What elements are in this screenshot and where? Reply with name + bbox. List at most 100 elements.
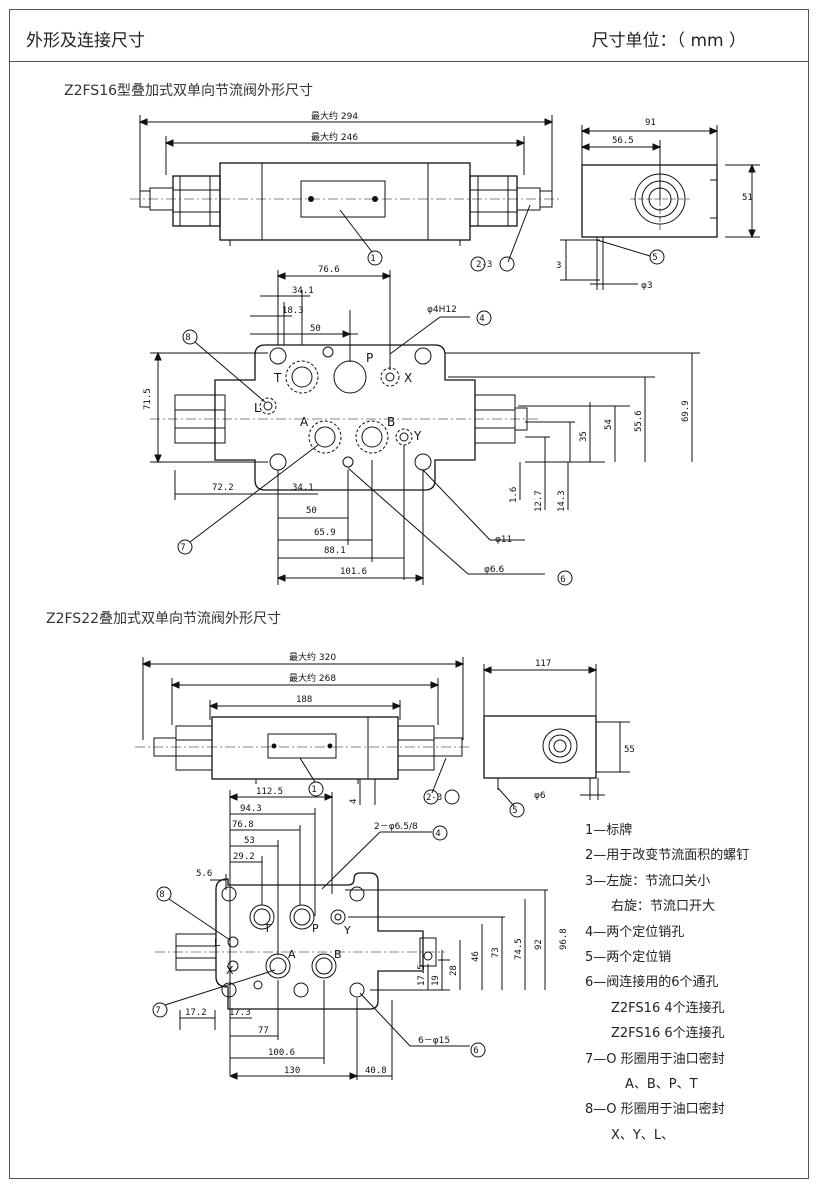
dim-34-1a: 34.1	[292, 286, 314, 296]
callout23-label-22: 2-3	[426, 793, 442, 803]
z2fs16-side-view	[560, 125, 760, 290]
z2fs22-side-view	[482, 664, 630, 818]
legend-item: 6—阀连接用的6个通孔	[585, 975, 719, 991]
dim-max246: 最大约 246	[311, 131, 358, 143]
dim-28: 28	[449, 965, 459, 976]
dim-2phi6-5-8: 2－φ6.5/8	[374, 822, 418, 832]
dim-94-3: 94.3	[240, 804, 262, 814]
port-y-22: Y	[343, 924, 351, 937]
callout5-label-22: 5	[512, 806, 517, 816]
dim-12-7: 12.7	[534, 490, 544, 512]
z2fs22-labels: 最大约 320 最大约 268 188 4 1 2-3 117 55 φ6 5 …	[155, 651, 635, 1076]
section1-title: Z2FS16型叠加式双单向节流阀外形尺寸	[64, 83, 314, 99]
port-a-22: A	[288, 948, 296, 961]
port-t-16: T	[273, 371, 282, 385]
legend-item: 3—左旋：节流口关小	[585, 873, 711, 889]
legend-list: 1—标牌 2—用于改变节流面积的螺钉 3—左旋：节流口关小 右旋：节流口开大 4…	[585, 818, 749, 1148]
dim-76-8: 76.8	[232, 820, 254, 830]
dim-17-5: 17.5	[417, 964, 427, 986]
dim-max320: 最大约 320	[289, 651, 336, 663]
legend-item: 7—O 形圈用于油口密封	[585, 1051, 725, 1067]
dim-35: 35	[579, 431, 589, 442]
callout6-label: 6	[560, 575, 565, 585]
z2fs22-front-view	[135, 657, 470, 805]
dim-phi3: φ3	[641, 281, 653, 291]
dim-17-3: 17.3	[229, 1008, 251, 1018]
port-l-22: L	[214, 936, 221, 949]
dim-77: 77	[258, 1026, 269, 1036]
dim-34-1b: 34.1	[292, 483, 314, 493]
callout6-label-22: 6	[473, 1046, 478, 1056]
dim-17-2: 17.2	[185, 1008, 207, 1018]
callout7-label-22: 7	[155, 1006, 160, 1016]
dim-88-1: 88.1	[324, 546, 346, 556]
dim-18-3: 18.3	[282, 306, 304, 316]
dim-6phi15: 6－φ15	[418, 1036, 450, 1046]
dim-max268: 最大约 268	[289, 672, 336, 684]
callout1-label: 1	[370, 254, 375, 264]
header-title: 外形及连接尺寸	[26, 31, 145, 51]
dim-46: 46	[471, 951, 481, 962]
callout8-label: 8	[185, 333, 190, 343]
dim-55: 55	[624, 745, 635, 755]
port-l-16: L	[254, 401, 261, 415]
dim-29-2: 29.2	[233, 852, 255, 862]
dim-5-6: 5.6	[196, 869, 212, 879]
dim-50b: 50	[306, 506, 317, 516]
port-p-16: P	[366, 351, 373, 365]
callout4-label: 4	[479, 314, 484, 324]
legend-item: X、Y、L、	[611, 1127, 675, 1143]
port-y-16: Y	[413, 429, 422, 443]
dim-55-6: 55.6	[634, 410, 644, 432]
dim-3: 3	[556, 261, 561, 271]
callout4-label-22: 4	[435, 829, 440, 839]
z2fs16-labels: 最大约 294 最大约 246 1 2-3 91 56.5 51 3 φ3 5 …	[143, 110, 753, 585]
dim-117: 117	[535, 659, 551, 669]
callout5-label: 5	[652, 253, 657, 263]
port-x-16: X	[404, 371, 412, 385]
dim-56-5: 56.5	[612, 136, 634, 146]
section2-title: Z2FS22叠加式双单向节流阀外形尺寸	[46, 611, 282, 627]
dim-100-6: 100.6	[268, 1048, 295, 1058]
callout7-label: 7	[180, 543, 185, 553]
dim-50a: 50	[310, 324, 321, 334]
port-t-22: T	[263, 922, 271, 935]
dim-54: 54	[604, 419, 614, 430]
port-a-16: A	[300, 415, 309, 429]
header-bar: 外形及连接尺寸 尺寸单位：（ mm ）	[10, 10, 808, 62]
dim-phi4h12: φ4H12	[427, 305, 457, 315]
port-p-22: P	[312, 922, 319, 935]
dim-phi6: φ6	[534, 791, 546, 801]
dim-130: 130	[284, 1066, 300, 1076]
port-x-22: X	[226, 964, 234, 977]
dim-53: 53	[244, 836, 255, 846]
dim-1-6: 1.6	[509, 487, 519, 503]
dim-40-8: 40.8	[365, 1066, 387, 1076]
dim-92: 92	[534, 939, 544, 950]
dim-4: 4	[349, 799, 359, 804]
z2fs16-front-view	[130, 115, 560, 272]
dim-112-5: 112.5	[256, 787, 283, 797]
dim-72-2: 72.2	[212, 483, 234, 493]
dim-19: 19	[431, 975, 441, 986]
dim-max294: 最大约 294	[311, 110, 358, 122]
legend-item: Z2FS16 4个连接孔	[611, 1000, 725, 1016]
dim-14-3: 14.3	[557, 490, 567, 512]
callout1-label-22: 1	[311, 785, 316, 795]
port-b-16: B	[387, 415, 395, 429]
dim-phi11: φ11	[495, 535, 512, 545]
callout8-label-22: 8	[159, 890, 164, 900]
dim-188: 188	[296, 695, 312, 705]
dim-96-8: 96.8	[559, 928, 569, 950]
z2fs22-plan-view	[152, 790, 548, 1080]
dim-74-5: 74.5	[514, 938, 524, 960]
header-unit: 尺寸单位：（ mm ）	[591, 31, 746, 51]
legend-item: 右旋：节流口开大	[611, 899, 716, 915]
dim-91: 91	[645, 118, 656, 128]
dim-phi6-6: φ6.6	[484, 565, 505, 575]
dim-69-9: 69.9	[681, 400, 691, 422]
legend-item: 1—标牌	[585, 823, 633, 838]
dim-76-6: 76.6	[318, 265, 340, 275]
dim-71-5: 71.5	[143, 388, 153, 410]
